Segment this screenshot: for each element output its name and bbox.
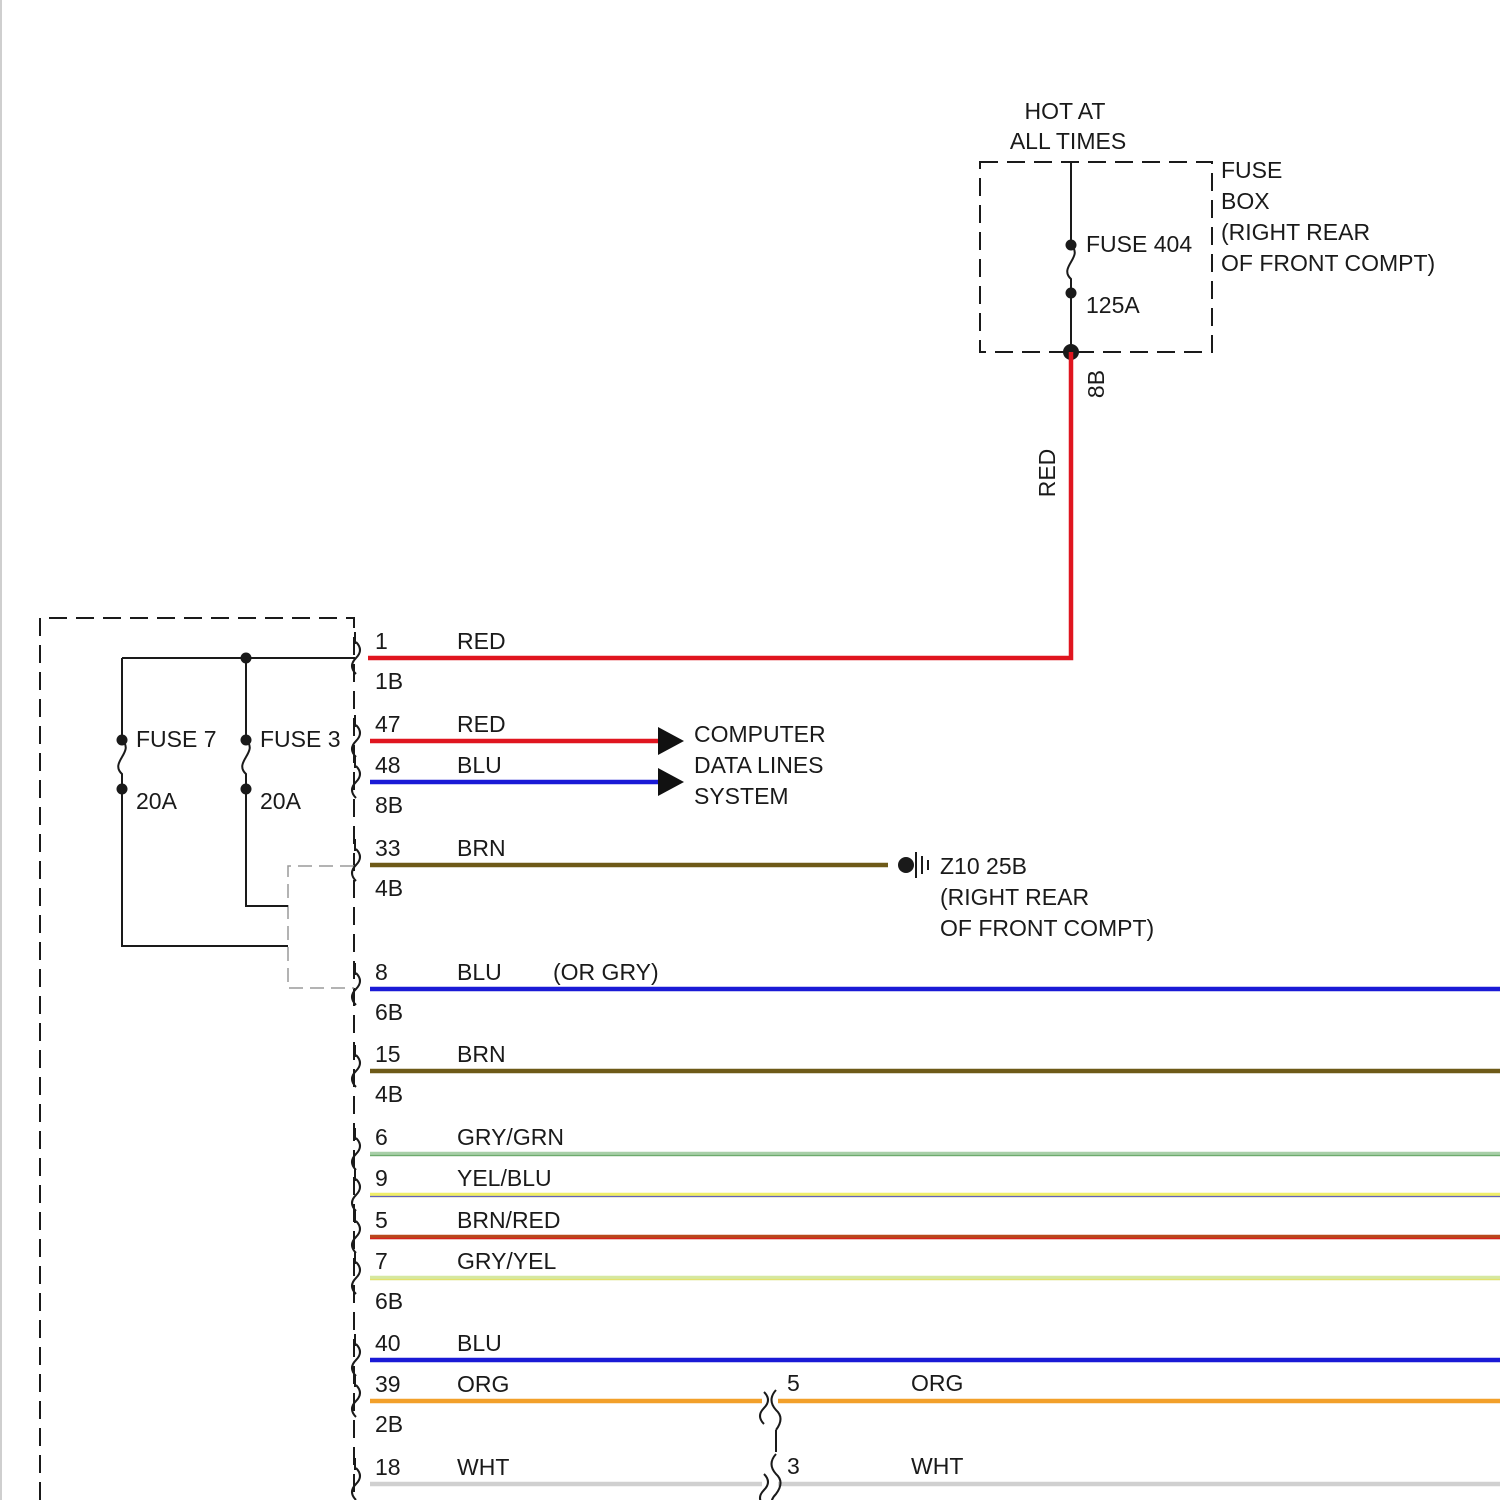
inline-org-pin: 5 — [787, 1370, 800, 1396]
source-label-line1: HOT AT — [1025, 98, 1106, 124]
connector-id-8: 6B — [375, 999, 403, 1025]
pin-number-5: 5 — [375, 1207, 388, 1233]
arrow-to-data-lines-red — [658, 727, 684, 755]
wire-color-label-5: BRN/RED — [457, 1207, 561, 1233]
source-label-line2: ALL TIMES — [1010, 128, 1126, 154]
fuse-404-symbol — [1066, 162, 1077, 352]
fuse-7-label: FUSE 7 — [136, 726, 217, 752]
inline-wht-label: WHT — [911, 1453, 963, 1479]
pin-number-18: 18 — [375, 1454, 401, 1480]
pin-number-8: 8 — [375, 959, 388, 985]
wire-red-feed — [368, 352, 1071, 658]
inline-connector-symbol — [760, 1390, 781, 1500]
connector-id-39: 2B — [375, 1411, 403, 1437]
wire-color-label-9: YEL/BLU — [457, 1165, 552, 1191]
wire-color-label-40: BLU — [457, 1330, 502, 1356]
fuse-3-symbol — [241, 658, 289, 906]
connector-id-33: 4B — [375, 875, 403, 901]
pin-number-47: 47 — [375, 711, 401, 737]
pin-number-9: 9 — [375, 1165, 388, 1191]
wire-color-label-1: RED — [457, 628, 506, 654]
pin-number-48: 48 — [375, 752, 401, 778]
data-lines-label-line2: DATA LINES — [694, 752, 824, 778]
ground-label-line1: Z10 25B — [940, 853, 1027, 879]
pin-number-1: 1 — [375, 628, 388, 654]
wire-color-label-8: BLU — [457, 959, 502, 985]
ground-label-line2: (RIGHT REAR — [940, 884, 1089, 910]
ground-label-line3: OF FRONT COMPT) — [940, 915, 1154, 941]
inline-wht-pin: 3 — [787, 1453, 800, 1479]
inline-org-label: ORG — [911, 1370, 963, 1396]
connector-id-7: 6B — [375, 1288, 403, 1314]
fuse-box-output-connector: 8B — [1083, 370, 1109, 398]
data-lines-label-line1: COMPUTER — [694, 721, 826, 747]
wire-color-label-33: BRN — [457, 835, 506, 861]
wire-note-8: (OR GRY) — [553, 959, 659, 985]
pin-number-6: 6 — [375, 1124, 388, 1150]
fuse-box-outline — [980, 162, 1212, 352]
connector-id-15: 4B — [375, 1081, 403, 1107]
fuse-bus — [122, 653, 355, 664]
pin-number-15: 15 — [375, 1041, 401, 1067]
wire-color-label-18: WHT — [457, 1454, 509, 1480]
fuse-7-rating: 20A — [136, 788, 178, 814]
pin-number-33: 33 — [375, 835, 401, 861]
fuse-box-label-line1: FUSE — [1221, 157, 1282, 183]
data-lines-label-line3: SYSTEM — [694, 783, 789, 809]
fuse-404-label: FUSE 404 — [1086, 231, 1192, 257]
pin-number-7: 7 — [375, 1248, 388, 1274]
pin-number-40: 40 — [375, 1330, 401, 1356]
wire-color-label-39: ORG — [457, 1371, 509, 1397]
fuse-box-label-line2: BOX — [1221, 188, 1270, 214]
ground-icon — [898, 852, 928, 878]
wire-color-label-48: BLU — [457, 752, 502, 778]
arrow-to-data-lines-blu — [658, 768, 684, 796]
wire-color-label-7: GRY/YEL — [457, 1248, 556, 1274]
wire-color-label-47: RED — [457, 711, 506, 737]
wire-color-label-15: BRN — [457, 1041, 506, 1067]
connector-id-48: 8B — [375, 792, 403, 818]
wire-color-label-6: GRY/GRN — [457, 1124, 564, 1150]
fuse-3-label: FUSE 3 — [260, 726, 341, 752]
pin-number-39: 39 — [375, 1371, 401, 1397]
fuse-box-label-line3: (RIGHT REAR — [1221, 219, 1370, 245]
fuse-3-rating: 20A — [260, 788, 302, 814]
fuse-sub-block-outline — [288, 866, 354, 988]
fuse-box-label-line4: OF FRONT COMPT) — [1221, 250, 1435, 276]
fuse-box-output-wire-color: RED — [1034, 449, 1060, 498]
fuse-404-rating: 125A — [1086, 292, 1140, 318]
connector-id-1: 1B — [375, 668, 403, 694]
